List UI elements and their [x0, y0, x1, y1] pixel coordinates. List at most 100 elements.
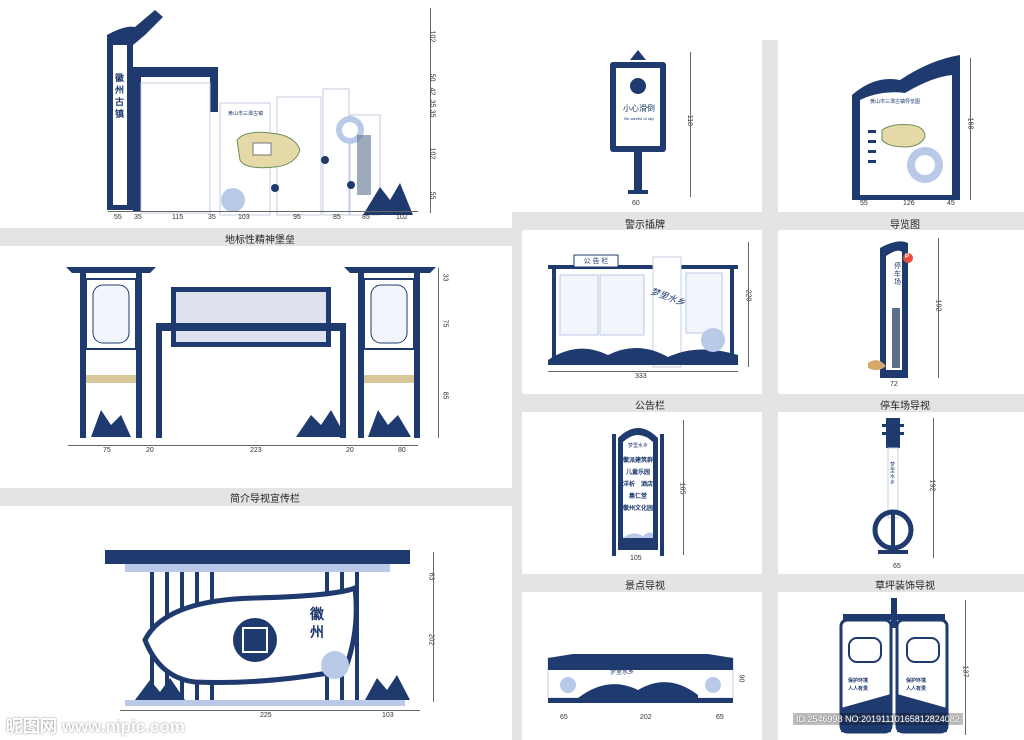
intro-dim-4: 20 — [346, 447, 354, 454]
landmark-dim-5: 103 — [238, 214, 250, 221]
intro-dim-5: 80 — [398, 447, 406, 454]
landmark-rdim-1: 102 — [428, 30, 436, 43]
warning-subtitle: Be careful of slip — [624, 116, 654, 121]
scenic-illustration — [612, 428, 664, 556]
landmark-dim-8: 85 — [362, 214, 370, 221]
lawn-dim-line-h — [933, 418, 934, 558]
guide-map-illustration — [852, 55, 960, 200]
landmark-rdim-2: 50 — [428, 73, 436, 82]
bench-dim-w2: 202 — [640, 714, 652, 721]
guide-map-title: 黄山市三潭古镇导览图 — [870, 99, 921, 105]
landmark-rdim-7: 55 — [428, 191, 436, 200]
intro-dim-line-right — [438, 268, 439, 438]
bulletin-dim-line-w — [548, 371, 738, 372]
scenic-dim-line-h — [683, 420, 684, 555]
separator-band-middle-left — [0, 488, 512, 506]
parking-title: 停车场 — [894, 263, 901, 286]
intro-dim-2: 20 — [146, 447, 154, 454]
caption-parking: 停车场导视 — [880, 401, 930, 412]
bins-dim-line-h — [965, 600, 966, 735]
bench-dim-w3: 65 — [716, 714, 724, 721]
scenic-dim-w: 105 — [630, 555, 642, 562]
caption-scenic: 景点导视 — [625, 581, 665, 592]
separator-band-right-col — [512, 212, 522, 740]
landmark-dim-4: 35 — [208, 214, 216, 221]
bins-illustration — [839, 598, 949, 734]
gate-dim-line-right — [433, 552, 434, 702]
parking-p: P — [905, 254, 910, 260]
landmark-panel-title: 黄山市三潭古镇 — [228, 111, 264, 117]
lawn-dim-h: 192 — [928, 479, 936, 492]
separator-band-top-left — [0, 228, 512, 246]
landmark-rdim-4: 35 — [428, 99, 436, 108]
intro-dim-1: 75 — [103, 447, 111, 454]
bin-right-text-2: 人人有责 — [906, 686, 927, 692]
lawn-calligraphy: 梦里水乡 — [890, 462, 896, 486]
bulletin-tag: 公 告 栏 — [583, 258, 609, 265]
bench-calligraphy: 梦里水乡 — [610, 670, 635, 676]
parking-dim-line-h — [938, 238, 939, 378]
landmark-rdim-5: 35 — [428, 109, 436, 118]
caption-intro: 简介导视宣传栏 — [230, 494, 300, 505]
caption-lawn: 草坪装饰导视 — [875, 581, 935, 592]
parking-illustration — [868, 241, 913, 378]
landmark-dim-2: 35 — [134, 214, 142, 221]
warning-dim-w: 60 — [632, 200, 640, 207]
watermark-right: ID:2546998 NO:20191110165812824082 — [793, 713, 963, 725]
scenic-item-1: 徽派建筑群 — [622, 458, 653, 464]
guide-dim-line-h — [970, 58, 971, 200]
landmark-dim-line-bottom — [108, 211, 418, 212]
guide-dim-w2: 126 — [903, 200, 915, 207]
bulletin-dim-w: 333 — [635, 373, 647, 380]
landmark-dim-line-right — [430, 8, 431, 213]
bench-dim-w1: 65 — [560, 714, 568, 721]
landmark-vertical-text: 徽州古镇 — [115, 73, 125, 119]
separator-band-right-2 — [512, 394, 1024, 412]
intro-dim-3: 223 — [250, 447, 262, 454]
scenic-top: 梦里水乡 — [627, 443, 648, 449]
gate-dim-2: 103 — [382, 712, 394, 719]
scenic-item-2: 儿童乐园 — [625, 470, 650, 476]
guide-dim-w1: 55 — [860, 200, 868, 207]
separator-band-right-1 — [512, 212, 1024, 230]
warning-sign-illustration — [610, 50, 666, 194]
separator-band-right-3 — [512, 574, 1024, 592]
intro-rdim-2: 75 — [441, 319, 449, 328]
bin-left-text-2: 人人有责 — [848, 686, 869, 692]
bulletin-illustration — [548, 254, 738, 368]
lawn-dim-w: 65 — [893, 563, 901, 570]
landmark-rdim-3: 42 — [428, 87, 436, 96]
intro-board-illustration — [66, 267, 436, 438]
gate-dim-1: 225 — [260, 712, 272, 719]
gate-dim-line-bottom — [120, 710, 420, 711]
landmark-illustration — [107, 10, 413, 216]
caption-bulletin: 公告栏 — [635, 401, 665, 412]
scenic-dim-h: 185 — [678, 482, 686, 495]
scenic-item-4: 集仁堂 — [628, 494, 647, 500]
scenic-item-3: 洋析 酒店 — [622, 482, 653, 488]
lawn-illustration — [872, 418, 914, 554]
bin-left-text-1: 保护环境 — [848, 678, 869, 684]
caption-warning: 警示插牌 — [625, 220, 665, 231]
bulletin-dim-line-h — [748, 242, 749, 367]
warning-title: 小心滑倒 — [623, 104, 655, 113]
intro-rdim-3: 85 — [441, 391, 449, 400]
bench-illustration — [547, 654, 734, 703]
landmark-dim-6: 95 — [293, 214, 301, 221]
guide-dim-w3: 45 — [947, 200, 955, 207]
landmark-rdim-6: 102 — [428, 147, 436, 160]
gate-illustration — [105, 550, 410, 706]
scenic-item-5: 徽州文化园 — [622, 506, 653, 512]
separator-band-vertical — [762, 40, 778, 740]
caption-guide-map: 导览图 — [890, 220, 920, 231]
landmark-dim-9: 102 — [396, 214, 408, 221]
landmark-dim-7: 85 — [333, 214, 341, 221]
landmark-dim-3: 115 — [172, 214, 184, 221]
gate-big-text: 徽 州 — [310, 606, 324, 640]
parking-dim-w: 72 — [890, 381, 898, 388]
caption-landmark: 地标性精神堡垒 — [225, 235, 295, 246]
intro-dim-line-bottom — [68, 445, 418, 446]
landmark-dim-1: 55 — [114, 214, 122, 221]
bin-right-text-1: 保护环境 — [906, 678, 927, 684]
intro-rdim-1: 33 — [441, 273, 449, 282]
